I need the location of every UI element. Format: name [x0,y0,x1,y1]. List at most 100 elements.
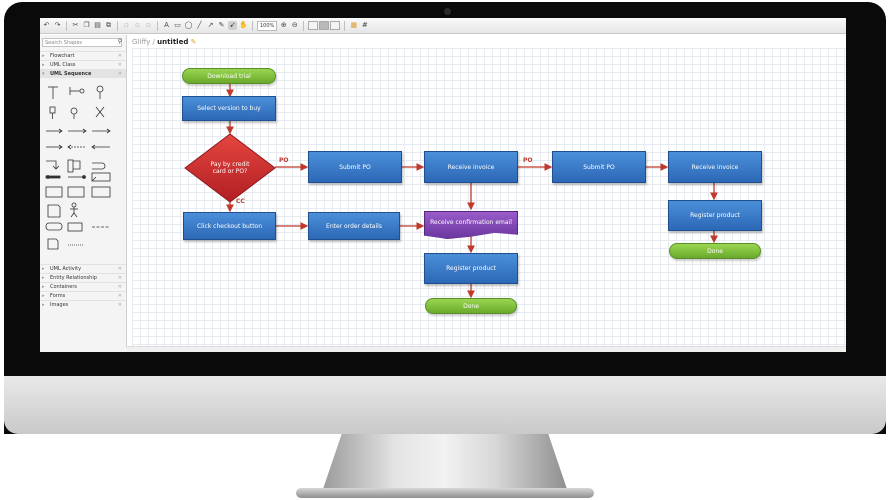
cut-icon[interactable]: ✂ [72,21,79,29]
canvas-horizontal-scrollbar[interactable] [126,346,846,352]
toolbar-divider [303,20,305,31]
pointer-tool-icon[interactable]: ➹ [228,21,237,30]
process-click-checkout[interactable]: Click checkout button [183,212,276,240]
group-icon[interactable]: ▫ [124,21,129,29]
pane-right-button[interactable] [330,21,341,30]
diagram-canvas[interactable]: Download trial Select version to buy Pay… [132,48,846,352]
camera-icon [444,8,451,15]
collapse-icon: ▾ [42,71,45,77]
close-icon[interactable]: ✕ [117,266,122,272]
ungroup-icon[interactable]: ▫ [135,21,140,29]
category-label: Images [50,302,69,308]
toolbar-divider [344,20,346,31]
rectangle-tool-icon[interactable]: ▭ [174,21,181,29]
zoom-out-icon[interactable]: ⊖ [291,21,298,29]
decision-shape [184,133,276,203]
process-register-product-2[interactable]: Register product [668,200,762,231]
toolbar-divider [157,20,158,31]
branch-label-cc: CC [236,198,245,205]
category-forms[interactable]: ▸ Forms ✕ [40,291,126,300]
terminal-done-2[interactable]: Done [669,243,761,259]
toolbar: ↶ ↷ ✂ ❐ ▤ ⧉ ▫ ▫ ▫ A ▭ ◯ ╱ ↗ ✎ ➹ ✋ 100% ⊕… [40,18,846,34]
theme-icon[interactable]: ▦ [350,21,358,29]
edit-title-icon[interactable]: ✎ [190,38,197,46]
search-shapes-input[interactable]: Search Shapes [42,38,122,47]
zoom-select[interactable]: 100% [257,20,278,31]
category-entity-relationship[interactable]: ▸ Entity Relationship ✕ [40,273,126,282]
toolbar-divider [66,20,67,31]
app-screen: ↶ ↷ ✂ ❐ ▤ ⧉ ▫ ▫ ▫ A ▭ ◯ ╱ ↗ ✎ ➹ ✋ 100% ⊕… [40,18,846,352]
undo-icon[interactable]: ↶ [43,21,50,29]
line-tool-icon[interactable]: ╱ [197,21,202,29]
toolbar-divider [252,20,253,31]
category-containers[interactable]: ▸ Containers ✕ [40,282,126,291]
pane-center-button[interactable] [319,21,330,30]
category-label: Containers [50,284,78,290]
zoom-in-icon[interactable]: ⊕ [280,21,287,29]
paste-icon[interactable]: ▤ [94,21,101,29]
expand-icon: ▸ [42,275,45,281]
ellipse-tool-icon[interactable]: ◯ [184,21,193,29]
expand-icon: ▸ [42,53,45,59]
expand-icon: ▸ [42,302,45,308]
close-icon[interactable]: ✕ [117,71,122,77]
copy-icon[interactable]: ❐ [83,21,90,29]
pane-left-button[interactable] [308,21,319,30]
breadcrumb-separator: / [152,38,155,46]
brand-link[interactable]: Gliffy [132,38,151,46]
category-uml-class[interactable]: ▸ UML Class ✕ [40,60,126,69]
pan-tool-icon[interactable]: ✋ [239,21,248,29]
expand-icon: ▸ [42,284,45,290]
terminal-done-1[interactable]: Done [425,298,517,314]
category-uml-activity[interactable]: ▸ UML Activity ✕ [40,264,126,273]
connector-layer [226,84,718,299]
category-label: Entity Relationship [50,275,97,281]
terminal-download-trial[interactable]: Download trial [182,68,276,84]
pane-toggle[interactable] [308,21,341,30]
expand-icon: ▸ [42,266,45,272]
toolbar-divider [117,20,118,31]
duplicate-icon[interactable]: ⧉ [106,21,111,29]
category-label: UML Activity [50,266,82,272]
close-icon[interactable]: ✕ [117,53,122,59]
monitor-stand-base [296,488,594,498]
text-tool-icon[interactable]: A [164,21,169,29]
category-label: UML Sequence [50,71,92,77]
uml-sequence-shape-palette[interactable] [42,81,122,261]
process-receive-invoice-1[interactable]: Receive invoice [424,151,518,183]
connector-tool-icon[interactable]: ↗ [207,21,214,29]
expand-icon: ▸ [42,62,45,68]
process-receive-invoice-2[interactable]: Receive invoice [668,151,762,183]
breadcrumb: Gliffy / untitled ✎ [132,38,196,46]
decision-label: Pay by credit card or PO? [210,161,250,175]
close-icon[interactable]: ✕ [117,62,122,68]
shape-library-sidebar: Search Shapes ⚲ ▸Flowchart✕ ▸UML Class✕ … [40,35,127,352]
category-label: Flowchart [50,53,75,59]
lock-icon[interactable]: ▫ [146,21,151,29]
process-enter-order-details[interactable]: Enter order details [308,212,400,240]
expand-icon: ▸ [42,293,45,299]
pencil-tool-icon[interactable]: ✎ [218,21,225,29]
process-submit-po-2[interactable]: Submit PO [552,151,646,183]
search-icon[interactable]: ⚲ [117,38,122,45]
monitor-stand [322,434,568,492]
close-icon[interactable]: ✕ [117,284,122,290]
process-select-version[interactable]: Select version to buy [182,96,276,121]
process-register-product-1[interactable]: Register product [424,253,518,284]
grid-icon[interactable]: # [361,21,368,29]
branch-label-po: PO [279,157,289,164]
close-icon[interactable]: ✕ [117,302,122,308]
document-title[interactable]: untitled [157,38,189,46]
process-submit-po-1[interactable]: Submit PO [308,151,402,183]
close-icon[interactable]: ✕ [117,293,122,299]
category-label: Forms [50,293,66,299]
category-flowchart[interactable]: ▸ Flowchart ✕ [40,51,126,60]
decision-pay-by[interactable]: Pay by credit card or PO? [183,133,277,203]
category-images[interactable]: ▸ Images ✕ [40,300,126,309]
redo-icon[interactable]: ↷ [54,21,61,29]
category-uml-sequence[interactable]: ▾ UML Sequence ✕ [40,69,126,78]
category-label: UML Class [50,62,76,68]
close-icon[interactable]: ✕ [117,275,122,281]
branch-label-po: PO [523,157,533,164]
monitor-chin [4,376,886,434]
